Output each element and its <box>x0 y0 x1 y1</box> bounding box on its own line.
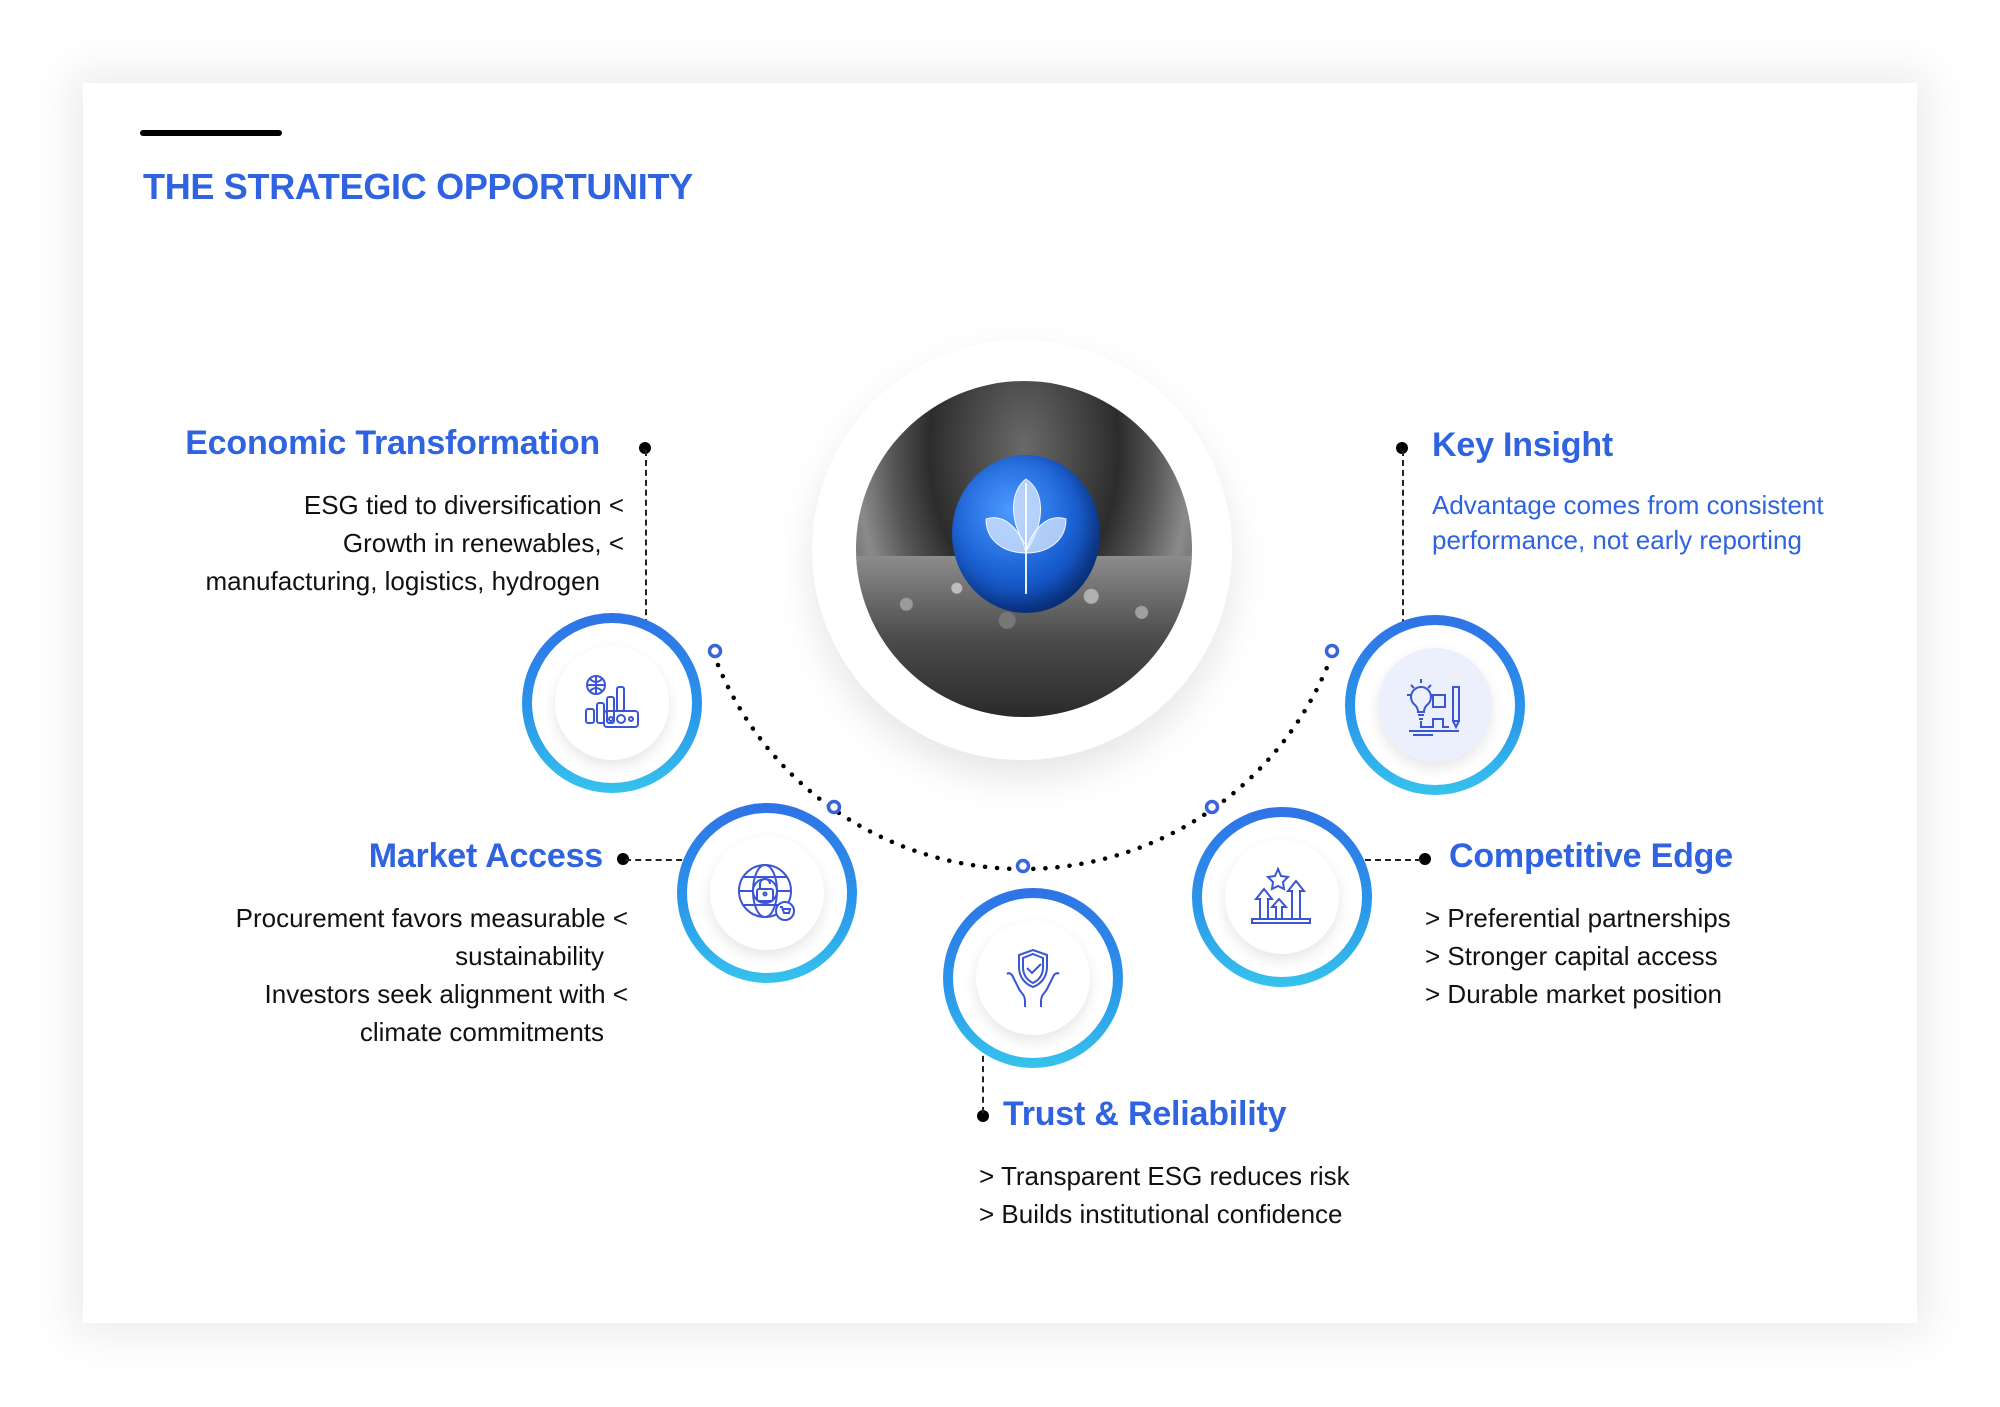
trust-icon-circle <box>976 921 1090 1035</box>
star-growth-arrows-icon <box>1251 866 1311 924</box>
economic-item: manufacturing, logistics, hydrogen <box>205 566 600 596</box>
trust-item: > Builds institutional confidence <box>979 1195 1350 1233</box>
insight-connector-dot <box>1396 442 1408 454</box>
market-item: Procurement favors measurable < <box>236 899 628 937</box>
page-title: THE STRATEGIC OPPORTUNITY <box>143 166 693 207</box>
chevron-left-icon: < <box>608 490 624 520</box>
chevron-right-icon: > <box>1425 979 1441 1009</box>
insight-connector-line <box>1402 450 1404 655</box>
trust-list: > Transparent ESG reduces risk > Builds … <box>979 1157 1350 1233</box>
competitive-item: > Durable market position <box>1425 975 1731 1013</box>
chevron-left-icon: < <box>608 528 624 558</box>
market-node <box>677 803 857 983</box>
title-rule <box>140 130 282 136</box>
market-list: Procurement favors measurable < sustaina… <box>236 899 628 1051</box>
insight-text: Advantage comes from consistent performa… <box>1432 490 1824 555</box>
competitive-item: > Preferential partnerships <box>1425 899 1731 937</box>
chevron-left-icon: < <box>612 979 628 1009</box>
economic-connector-line <box>645 450 647 655</box>
competitive-heading: Competitive Edge <box>1449 837 1733 875</box>
globe-lock-cart-icon <box>738 864 795 921</box>
economic-item: Growth in renewables, < <box>205 524 624 562</box>
economic-icon-circle <box>555 646 669 760</box>
chevron-right-icon: > <box>979 1161 995 1191</box>
economic-item: ESG tied to diversification < <box>205 486 624 524</box>
economic-list: ESG tied to diversification < Growth in … <box>205 486 624 600</box>
center-image <box>856 381 1192 717</box>
market-item: climate commitments <box>359 1017 604 1047</box>
competitive-connector-line <box>1325 859 1421 861</box>
market-connector-dot <box>617 853 629 865</box>
economic-node <box>522 613 702 793</box>
globe-bar-chart-money-icon <box>585 675 639 728</box>
insight-node <box>1345 615 1525 795</box>
market-icon-circle <box>710 836 824 950</box>
chevron-left-icon: < <box>612 903 628 933</box>
market-heading: Market Access <box>368 837 603 875</box>
trust-node <box>943 888 1123 1068</box>
trust-connector-line <box>982 1015 984 1113</box>
market-connector-line <box>625 859 723 861</box>
market-item: sustainability <box>455 941 604 971</box>
trust-heading: Trust & Reliability <box>1003 1095 1287 1133</box>
chevron-right-icon: > <box>1425 903 1441 933</box>
insight-heading: Key Insight <box>1432 426 1614 464</box>
hands-shield-check-icon <box>1006 948 1060 1007</box>
competitive-list: > Preferential partnerships > Stronger c… <box>1425 899 1731 1013</box>
economic-connector-dot <box>639 442 651 454</box>
market-item: Investors seek alignment with < <box>236 975 628 1013</box>
chevron-right-icon: > <box>979 1199 995 1229</box>
trust-item: > Transparent ESG reduces risk <box>979 1157 1350 1195</box>
insight-icon-circle <box>1378 648 1492 762</box>
leaf-icon <box>985 478 1067 594</box>
lightbulb-pencil-design-icon <box>1407 679 1460 736</box>
chevron-right-icon: > <box>1425 941 1441 971</box>
competitive-icon-circle <box>1225 840 1339 954</box>
economic-heading: Economic Transformation <box>185 424 600 462</box>
competitive-node <box>1192 807 1372 987</box>
trust-connector-dot <box>977 1110 989 1122</box>
competitive-item: > Stronger capital access <box>1425 937 1731 975</box>
competitive-connector-dot <box>1419 853 1431 865</box>
